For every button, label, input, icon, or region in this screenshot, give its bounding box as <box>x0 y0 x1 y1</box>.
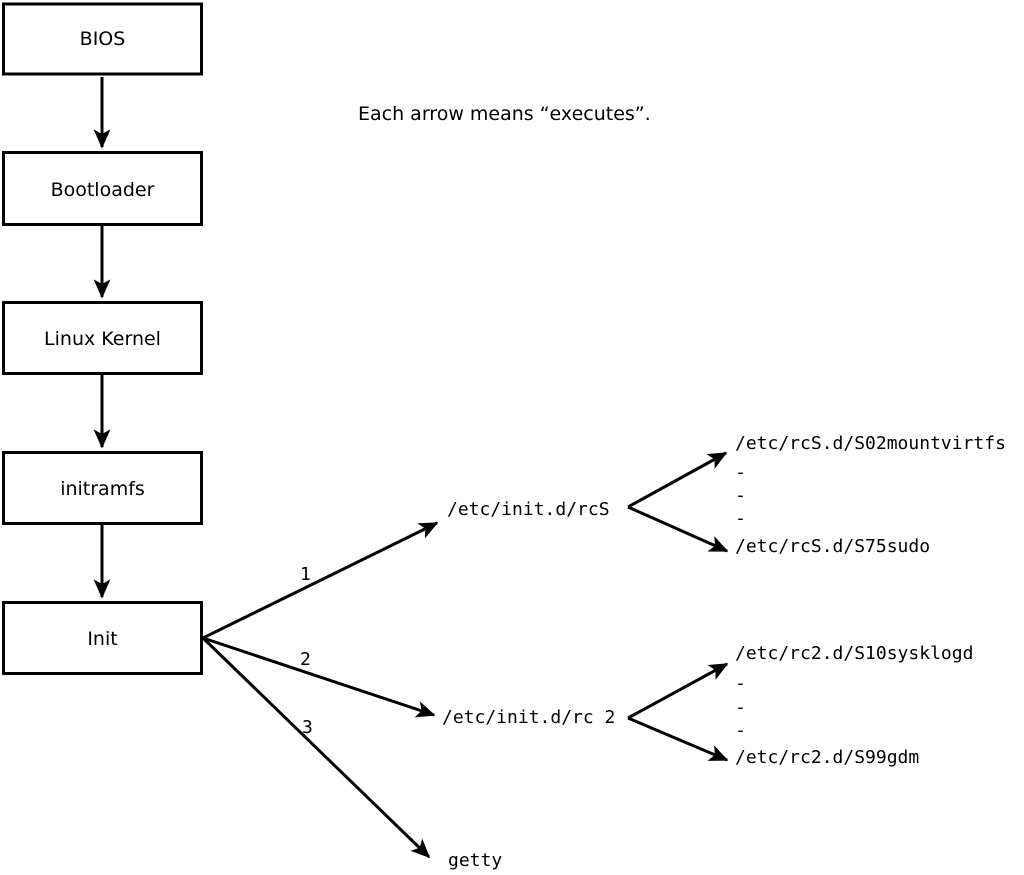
text-rc2-ellipsis-2: - <box>735 697 746 718</box>
text-rc2-child-last: /etc/rc2.d/S99gdm <box>735 747 919 768</box>
box-bootloader <box>2 151 203 226</box>
text-rc2-ellipsis-1: - <box>735 673 746 694</box>
box-initramfs-label: initramfs <box>60 478 145 500</box>
arrow-init-to-rcs <box>202 521 439 640</box>
arrow-rc2-to-first <box>627 662 729 720</box>
text-rcs-ellipsis-1: - <box>735 462 746 483</box>
text-rcs-ellipsis-2: - <box>735 485 746 506</box>
text-rcs-script: /etc/init.d/rcS <box>447 499 610 520</box>
text-rc2-child-first: /etc/rc2.d/S10sysklogd <box>735 643 973 664</box>
text-rcs-ellipsis-3: - <box>735 508 746 529</box>
arrow-rcs-to-first <box>627 451 728 509</box>
text-getty: getty <box>448 850 502 871</box>
arrow-rcs-to-last <box>627 505 729 553</box>
text-rc2-script: /etc/init.d/rc 2 <box>442 707 615 728</box>
text-rcs-child-last: /etc/rcS.d/S75sudo <box>735 536 930 557</box>
box-bios-label: BIOS <box>80 28 126 50</box>
diagram-note: Each arrow means “executes”. <box>358 103 651 125</box>
box-init-label: Init <box>87 628 117 650</box>
arrow-init-to-rc2 <box>202 636 436 718</box>
box-init <box>2 601 203 675</box>
text-rcs-child-first: /etc/rcS.d/S02mountvirtfs <box>735 433 1006 454</box>
box-bios <box>2 2 203 76</box>
arrow-rc2-to-last <box>627 716 729 762</box>
arrow-label-3: 3 <box>302 717 313 738</box>
arrow-init-to-getty <box>201 636 431 859</box>
arrow-label-1: 1 <box>300 564 311 585</box>
box-linux-kernel-label: Linux Kernel <box>44 328 161 350</box>
text-rc2-ellipsis-3: - <box>735 720 746 741</box>
arrow-label-2: 2 <box>300 649 311 670</box>
box-linux-kernel <box>2 301 203 375</box>
box-bootloader-label: Bootloader <box>51 179 155 201</box>
box-initramfs <box>2 451 203 525</box>
